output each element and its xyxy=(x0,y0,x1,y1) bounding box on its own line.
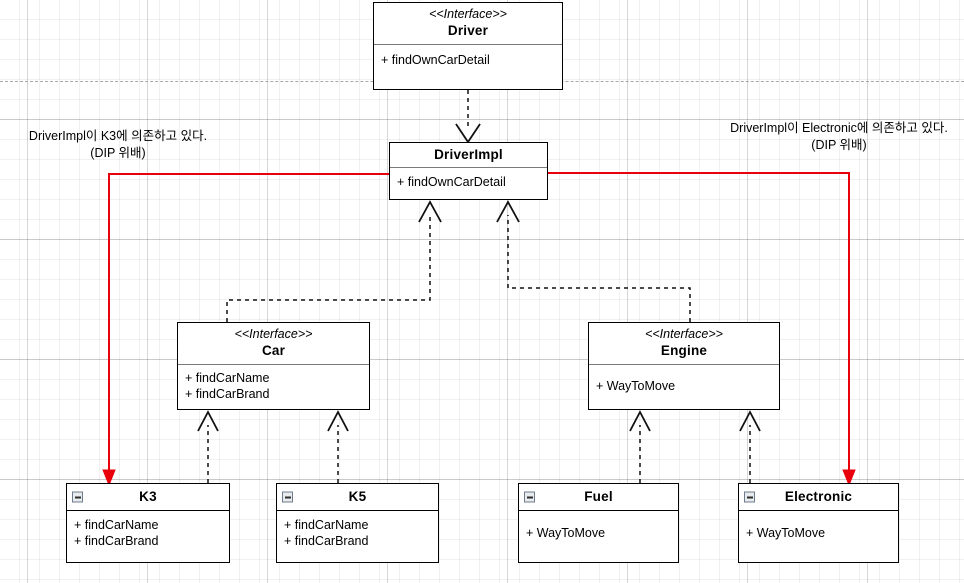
class-name: Car xyxy=(261,343,286,358)
arrowhead-engine-from-electronic xyxy=(739,410,761,432)
class-members-driverimpl: + findOwnCarDetail xyxy=(390,168,547,199)
minus-box-icon[interactable] xyxy=(282,491,293,503)
class-member: + findCarBrand xyxy=(284,533,369,548)
note-dip-violation-left: DriverImpl이 K3에 의존하고 있다. (DIP 위배) xyxy=(28,129,208,160)
class-name: DriverImpl xyxy=(434,147,503,162)
minus-box-icon[interactable] xyxy=(744,491,755,503)
class-member: + findCarName xyxy=(284,518,369,532)
class-member: + WayToMove xyxy=(596,379,676,393)
class-box-driver[interactable]: <<Interface>> Driver + findOwnCarDetail xyxy=(373,2,563,90)
class-name: K5 xyxy=(348,489,367,504)
class-name: Fuel xyxy=(584,489,613,504)
class-stereotype: <<Interface>> xyxy=(429,7,507,21)
class-box-k5[interactable]: K5 + findCarName + findCarBrand xyxy=(276,483,439,563)
class-box-driverimpl[interactable]: DriverImpl + findOwnCarDetail xyxy=(389,142,548,200)
class-member: + WayToMove xyxy=(526,526,606,540)
class-name: Engine xyxy=(660,343,708,358)
class-stereotype: <<Interface>> xyxy=(645,327,723,341)
arrowhead-car-from-k3 xyxy=(197,410,219,432)
class-member: + findOwnCarDetail xyxy=(381,53,490,67)
arrowhead-driverimpl-left xyxy=(418,200,442,223)
class-header-driverimpl: DriverImpl xyxy=(390,143,547,168)
class-member: + findCarName xyxy=(74,518,159,532)
connector-car-to-driverimpl xyxy=(226,215,431,322)
class-member: + findCarBrand xyxy=(74,533,159,548)
class-members-electronic: + WayToMove xyxy=(739,511,898,562)
class-name: Driver xyxy=(447,23,489,38)
minus-box-icon[interactable] xyxy=(72,491,83,503)
class-member: + findOwnCarDetail xyxy=(397,175,506,189)
connector-engine-to-driverimpl xyxy=(507,215,691,322)
class-box-fuel[interactable]: Fuel + WayToMove xyxy=(518,483,679,563)
class-header-k3: K3 xyxy=(67,484,229,511)
class-members-car: + findCarName + findCarBrand xyxy=(178,365,369,409)
class-header-car: <<Interface>> Car xyxy=(178,323,369,365)
class-members-k5: + findCarName + findCarBrand xyxy=(277,511,438,562)
minus-box-icon[interactable] xyxy=(524,491,535,503)
class-box-electronic[interactable]: Electronic + WayToMove xyxy=(738,483,899,563)
arrowhead-car-from-k5 xyxy=(327,410,349,432)
class-header-driver: <<Interface>> Driver xyxy=(374,3,562,45)
class-box-engine[interactable]: <<Interface>> Engine + WayToMove xyxy=(588,322,780,410)
class-members-engine: + WayToMove xyxy=(589,365,779,409)
arrowhead-driver xyxy=(455,123,481,144)
class-header-k5: K5 xyxy=(277,484,438,511)
class-members-driver: + findOwnCarDetail xyxy=(374,45,562,89)
class-name: Electronic xyxy=(784,489,853,504)
class-member: + findCarBrand xyxy=(185,386,270,401)
arrowhead-engine-from-fuel xyxy=(629,410,651,432)
class-header-engine: <<Interface>> Engine xyxy=(589,323,779,365)
class-stereotype: <<Interface>> xyxy=(234,327,313,341)
class-box-car[interactable]: <<Interface>> Car + findCarName + findCa… xyxy=(177,322,370,410)
class-header-fuel: Fuel xyxy=(519,484,678,511)
class-members-k3: + findCarName + findCarBrand xyxy=(67,511,229,562)
arrowhead-driverimpl-right xyxy=(496,200,520,223)
class-header-electronic: Electronic xyxy=(739,484,898,511)
class-name: K3 xyxy=(139,489,157,504)
class-members-fuel: + WayToMove xyxy=(519,511,678,562)
class-box-k3[interactable]: K3 + findCarName + findCarBrand xyxy=(66,483,230,563)
class-member: + WayToMove xyxy=(746,526,826,540)
note-dip-violation-right: DriverImpl이 Electronic에 의존하고 있다. (DIP 위배… xyxy=(730,121,948,152)
class-member: + findCarName xyxy=(185,371,270,385)
